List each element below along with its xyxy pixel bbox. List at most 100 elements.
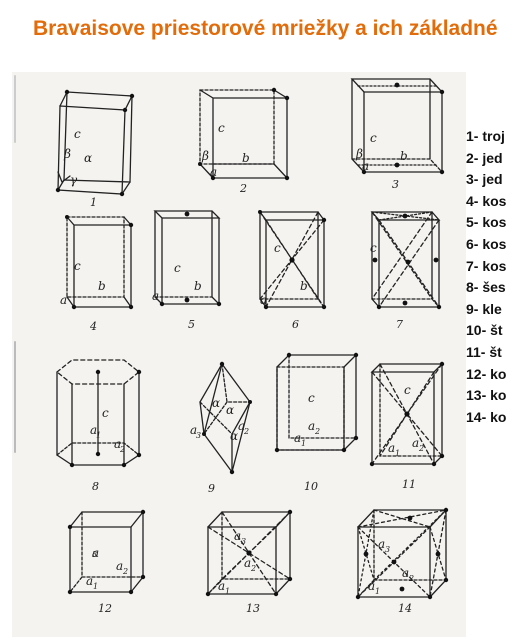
axis-label: 3 (241, 537, 246, 546)
axis-label: a (190, 423, 197, 437)
figure-number: 13 (246, 602, 260, 615)
legend-item: 12- ko (466, 365, 507, 382)
axis-label: a (368, 579, 375, 593)
axis-label: c (102, 406, 109, 420)
axis-label: 2 (418, 444, 424, 453)
legend-item: 14- ko (466, 408, 507, 425)
figure-number: 2 (239, 182, 247, 195)
figure-number: 7 (396, 318, 403, 331)
legend-item: 8- šes (466, 279, 506, 296)
axis-label: c (74, 259, 81, 273)
axis-label: 1 (225, 587, 230, 596)
axis-label: a (378, 537, 385, 551)
axis-label: α (212, 396, 220, 410)
axis-label: a (362, 159, 369, 173)
legend-item: 11- št (466, 343, 502, 360)
axis-label: a (238, 419, 245, 433)
axis-label: c (174, 261, 181, 275)
axis-label: α (230, 429, 238, 443)
figure-number: 10 (304, 480, 318, 493)
axis-label: 1 (96, 431, 101, 440)
figure-number: 11 (402, 478, 416, 491)
figure-number: 9 (208, 482, 215, 495)
axis-label: α (226, 403, 234, 417)
lattice-7-face-centred-orthorhombic (370, 211, 441, 308)
lattice-9-rhombohedral (199, 362, 251, 474)
axis-label: γ (70, 173, 78, 187)
legend-item: 5- kos (466, 214, 507, 231)
axis-label: a (244, 556, 251, 570)
legend-item: 4- kos (466, 192, 507, 209)
figure-number: 12 (98, 602, 112, 615)
axis-label: a (294, 431, 301, 445)
axis-label: c (308, 391, 315, 405)
lattice-5-base-centred-orthorhombic (153, 210, 221, 305)
axis-label: c (404, 383, 411, 397)
axis-label: c (274, 241, 281, 255)
axis-label: β (355, 147, 363, 161)
axis-label: a (218, 579, 225, 593)
axis-label: a (116, 559, 123, 573)
axis-label: c (370, 131, 377, 145)
lattice-drawings: cαβγcbβacbβacbacbacbacca1a2αααa3a2ca2a1c… (14, 75, 449, 615)
axis-label: b (194, 279, 202, 293)
axis-label: 2 (408, 574, 414, 583)
axis-label: 2 (243, 427, 249, 436)
axis-label: a (60, 293, 67, 307)
axis-label: 1 (301, 439, 306, 448)
figure-number: 5 (188, 318, 195, 331)
lattice-2-monoclinic (199, 89, 290, 179)
axis-label: b (400, 149, 408, 163)
lattice-points (55, 82, 449, 600)
axis-label: 3 (92, 550, 97, 559)
axis-label: a (210, 165, 217, 179)
figure-number: 4 (89, 320, 97, 333)
axis-label: 2 (250, 564, 256, 573)
legend-item: 9- kle (466, 300, 502, 317)
legend-item: 7- kos (466, 257, 507, 274)
legend-item: 1- troj (466, 128, 505, 144)
axis-label: a (260, 293, 267, 307)
axis-label: b (300, 279, 308, 293)
figure-number: 1 (90, 196, 97, 209)
axis-label: 2 (122, 567, 128, 576)
figure-number: 3 (392, 178, 399, 191)
axis-label: β (63, 147, 71, 161)
axis-label: 2 (119, 445, 125, 454)
axis-label: a (86, 574, 93, 588)
axis-label: a (412, 436, 419, 450)
axis-label: 2 (314, 427, 320, 436)
figure-number: 14 (398, 602, 412, 615)
axis-label: c (74, 127, 81, 141)
legend-item: 2- jed (466, 149, 503, 166)
legend-item: 3- jed (466, 171, 503, 188)
page-title: Bravaisove priestorové mriežky a ich zák… (33, 17, 498, 40)
legend-item: 6- kos (466, 235, 507, 252)
axis-label: a (90, 423, 97, 437)
axis-label: c (218, 121, 225, 135)
figure-number: 8 (92, 480, 99, 493)
axis-label: 1 (93, 582, 98, 591)
axis-label: a (114, 437, 121, 451)
axis-label: b (242, 151, 250, 165)
lattice-12-cubic (69, 511, 145, 593)
axis-label: a (92, 546, 99, 560)
axis-label: b (98, 279, 106, 293)
axis-label: 3 (196, 431, 201, 440)
lattice-8-hexagonal (55, 359, 141, 466)
legend-item: 13- ko (466, 387, 507, 404)
axis-label: a (308, 419, 315, 433)
axis-label: α (84, 151, 92, 165)
axis-label: 3 (385, 545, 390, 554)
legend-item: 10- št (466, 322, 503, 339)
axis-label: a (388, 441, 395, 455)
axis-label: β (201, 149, 209, 163)
axis-label: a (234, 529, 241, 543)
axis-label: a (152, 289, 159, 303)
axis-label: 1 (375, 587, 380, 596)
lattice-legend: 1- troj 2- jed 3- jed 4- kos 5- kos 6- kos 7- … (466, 126, 514, 428)
axis-label: a (402, 566, 409, 580)
